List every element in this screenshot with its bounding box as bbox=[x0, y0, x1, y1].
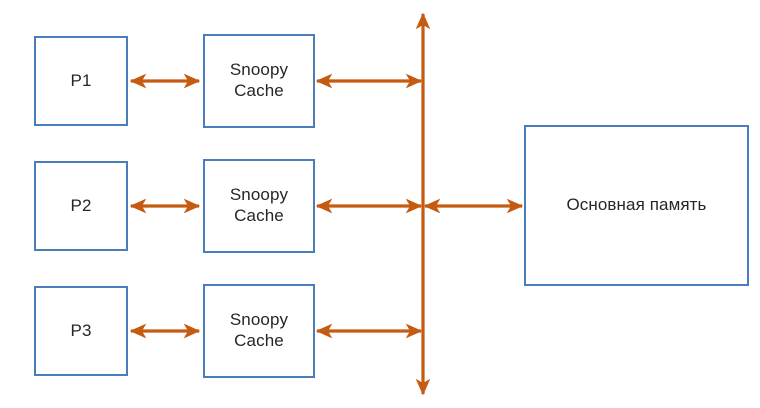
processor-box-p2[interactable]: P2 bbox=[34, 161, 128, 251]
cache-label-2: Snoopy Cache bbox=[229, 185, 289, 225]
cache-box-2[interactable]: Snoopy Cache bbox=[203, 159, 315, 253]
cache-label-1: Snoopy Cache bbox=[229, 60, 289, 100]
cache-box-1[interactable]: Snoopy Cache bbox=[203, 34, 315, 128]
main-memory-box[interactable]: Основная память bbox=[524, 125, 749, 286]
processor-label-p1: P1 bbox=[70, 70, 92, 90]
processor-label-p2: P2 bbox=[70, 195, 92, 215]
cache-label-3: Snoopy Cache bbox=[229, 310, 289, 350]
processor-box-p1[interactable]: P1 bbox=[34, 36, 128, 126]
main-memory-label: Основная память bbox=[566, 195, 707, 215]
processor-label-p3: P3 bbox=[70, 320, 92, 340]
cache-box-3[interactable]: Snoopy Cache bbox=[203, 284, 315, 378]
processor-box-p3[interactable]: P3 bbox=[34, 286, 128, 376]
